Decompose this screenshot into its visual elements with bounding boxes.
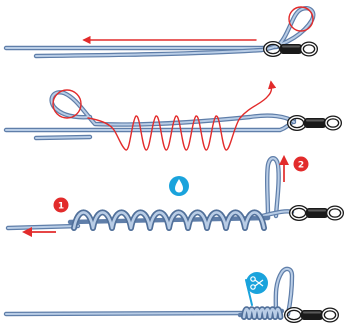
step-number: 1 (58, 202, 64, 212)
wrapped-coils (67, 209, 271, 231)
step-1-panel (3, 6, 318, 59)
step-badge-2: 2 (293, 156, 309, 172)
swivel-icon (289, 205, 344, 221)
snugged-knot (237, 306, 285, 320)
loop-highlight-circle (52, 89, 82, 119)
loop-highlight-circle (288, 6, 314, 32)
fishing-line (3, 6, 316, 59)
fishing-line (3, 266, 295, 317)
swivel-icon (284, 307, 339, 323)
scissors-icon (246, 272, 268, 294)
swivel-icon (263, 41, 318, 57)
red-tag-end-wraps (87, 80, 277, 151)
step-2-panel (3, 80, 342, 151)
step-number: 2 (298, 161, 304, 171)
fishing-line (3, 90, 297, 141)
step-3-panel: 1 2 (5, 154, 344, 238)
step-4-panel (3, 266, 339, 323)
water-drop-icon (169, 176, 189, 196)
step-badge-1: 1 (53, 197, 69, 213)
swivel-icon (287, 115, 342, 131)
coil-wrap (72, 211, 266, 230)
coil-wrap (242, 307, 282, 319)
